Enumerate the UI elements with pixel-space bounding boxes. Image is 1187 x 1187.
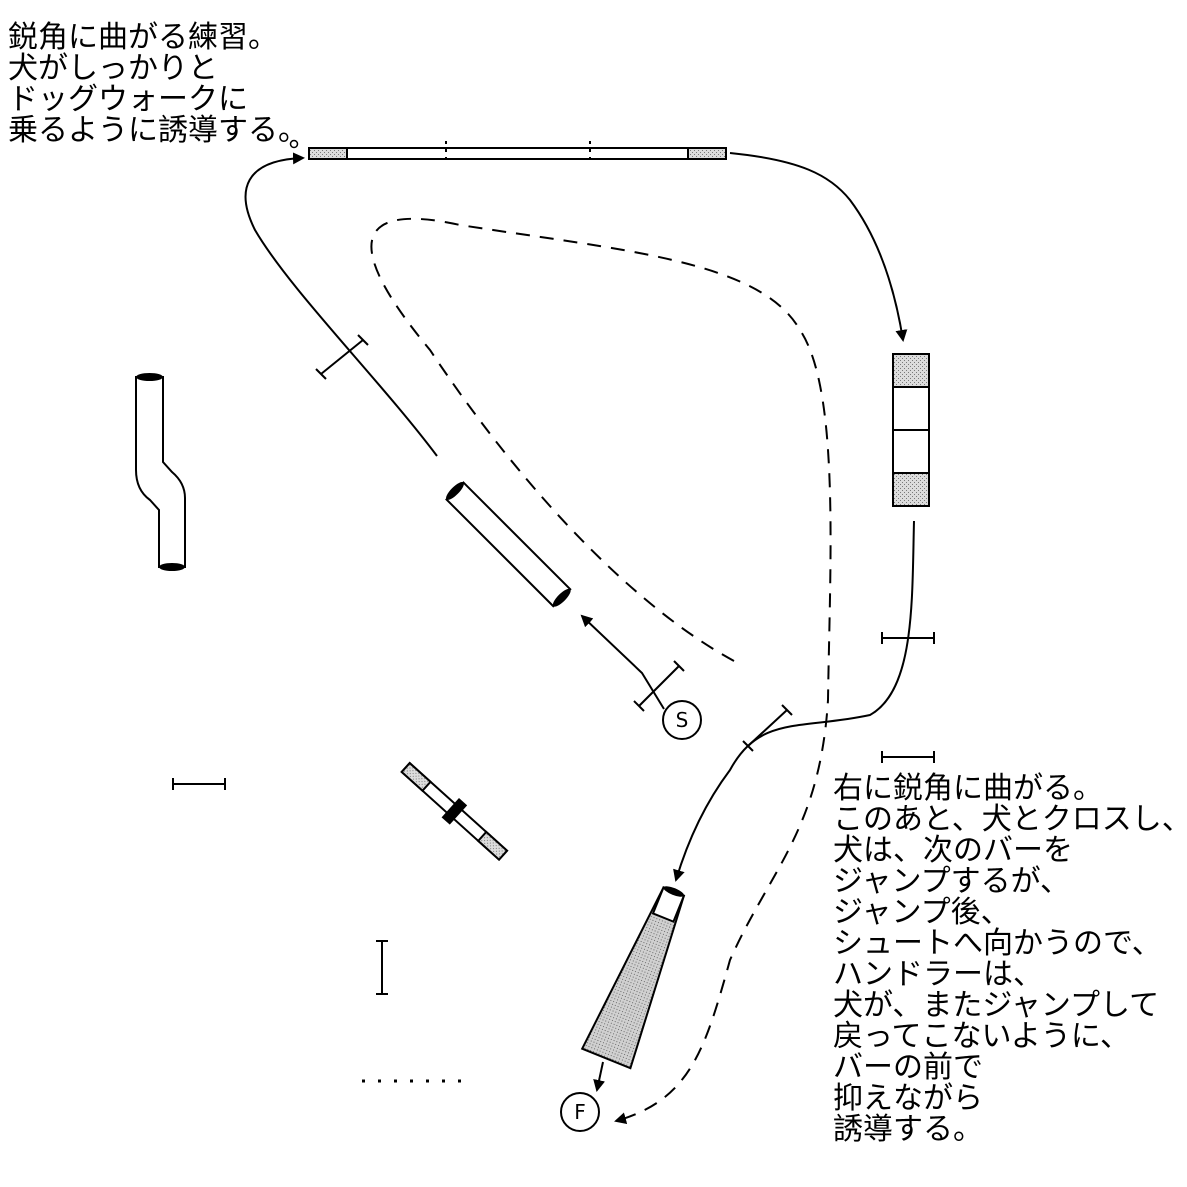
curved-tunnel [135,373,186,571]
finish-marker: F [560,1092,600,1132]
note-line: このあと、犬とクロスし、 [833,802,1187,837]
chute [580,886,686,1070]
a-frame-contact-top [892,353,930,388]
finish-label: F [574,1100,586,1124]
jump-right-lower [881,751,935,763]
instruction-note-top: 鋭角に曲がる練習。犬がしっかりとドッグウォークに乗るように誘導する。 [8,22,308,146]
note-line: バーの前で [833,1050,983,1085]
note-line: 抑えながら [833,1081,983,1116]
note-line: 乗るように誘導する。 [8,113,308,148]
note-line: 戻ってこないように、 [833,1019,1130,1054]
jumps [172,334,935,995]
handler-path [370,217,832,1125]
note-line: 犬が、またジャンプして [833,988,1160,1023]
jump-upper-left [315,334,369,380]
note-line: シュートへ向かうので、 [833,926,1162,961]
straight-tunnel [445,481,572,608]
note-line: 犬は、次のバーを [833,833,1073,868]
note-line: ドッグウォークに [8,82,248,117]
dogwalk-contact-right [687,147,727,160]
dogwalk-contact-left [308,147,348,160]
a-frame [892,353,930,507]
note-line: 右に鋭角に曲がる。 [833,771,1103,806]
note-line: 鋭角に曲がる練習。 [8,20,278,55]
note-line: ジャンプ後、 [833,895,1011,930]
start-label: S [676,708,689,732]
jump-lower-vertical [376,940,388,995]
note-line: ジャンプするが、 [833,864,1070,899]
jump-left [172,778,226,790]
note-line: 犬がしっかりと [8,51,218,86]
seesaw [400,761,509,862]
note-line: ハンドラーは、 [833,957,1043,992]
a-frame-contact-bottom [892,472,930,507]
dogwalk [289,139,727,165]
instruction-note-right: 右に鋭角に曲がる。このあと、犬とクロスし、犬は、次のバーをジャンプするが、ジャン… [833,773,1187,1145]
start-marker: S [662,700,702,740]
jump-near-start [633,660,685,712]
note-line: 誘導する。 [833,1112,983,1147]
dog-path [244,152,915,1092]
